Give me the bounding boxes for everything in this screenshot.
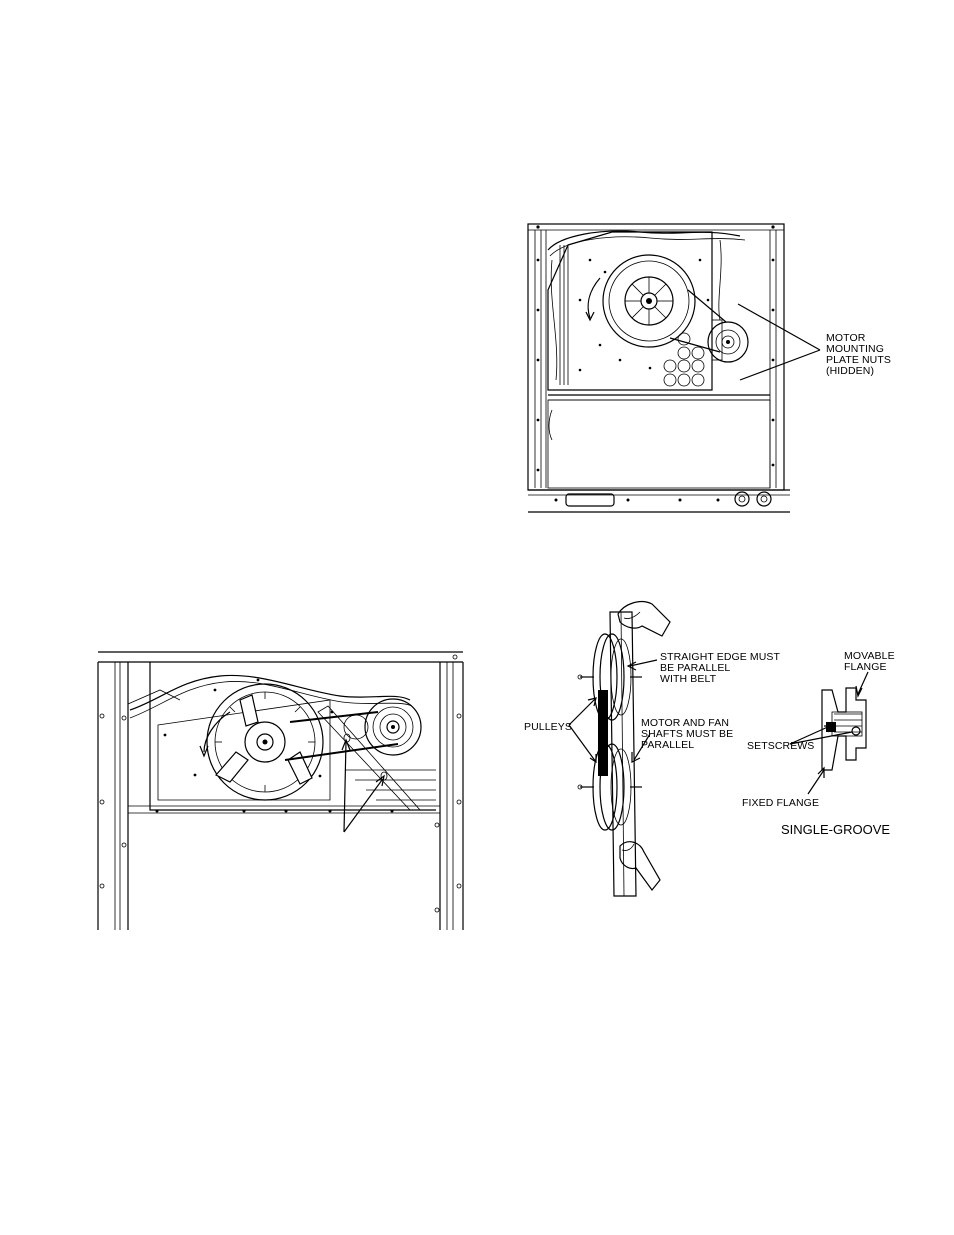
shafts-label-line-3: PARALLEL xyxy=(641,739,694,751)
unit-blower-drawing xyxy=(528,224,820,512)
single-groove-pulley-drawing xyxy=(790,672,868,794)
setscrews-label: SETSCREWS xyxy=(747,740,814,752)
single-groove-label: SINGLE-GROOVE xyxy=(781,822,890,837)
pulleys-label: PULLEYS xyxy=(524,721,572,733)
motor-mounting-label-line-4: (HIDDEN) xyxy=(826,365,874,377)
straight-edge-label-line-3: WITH BELT xyxy=(660,673,717,685)
blower-pulley-drawing xyxy=(98,652,463,930)
fixed-flange-label: FIXED FLANGE xyxy=(742,797,819,809)
movable-flange-label-line-2: FLANGE xyxy=(844,661,887,673)
